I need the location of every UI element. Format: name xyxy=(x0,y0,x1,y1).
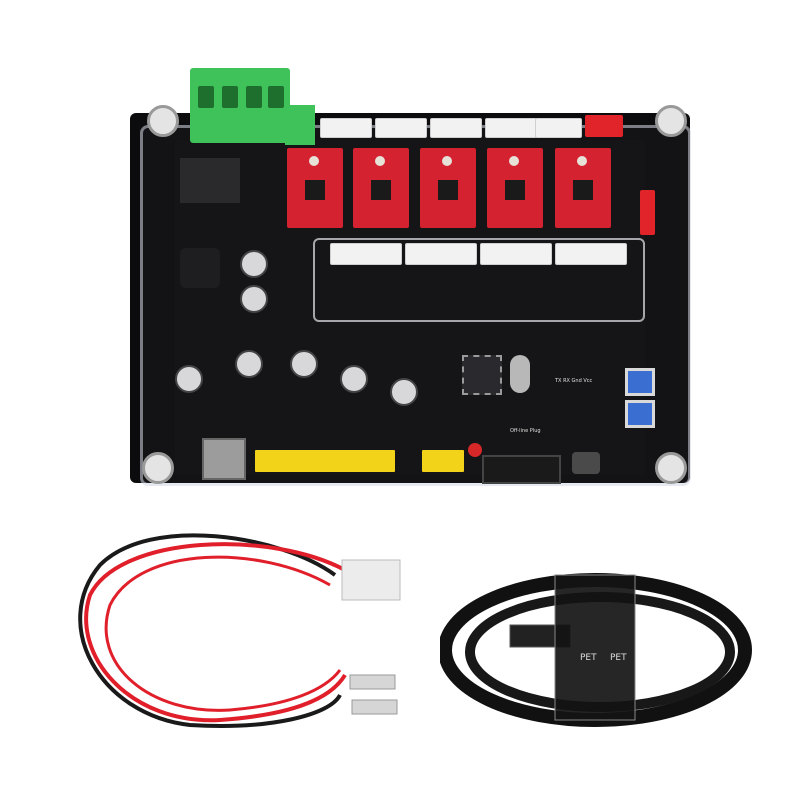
yellow-pin-header xyxy=(255,450,395,472)
stepper-driver-module xyxy=(353,148,409,228)
driver-chip xyxy=(438,180,458,200)
usb-b-port xyxy=(202,438,246,480)
capacitor xyxy=(340,365,368,393)
standoff-screw xyxy=(655,105,687,137)
terminal-slot xyxy=(246,86,262,108)
stepper-driver-module xyxy=(287,148,343,228)
blue-switch xyxy=(625,368,655,396)
potentiometer xyxy=(577,156,587,166)
inductor xyxy=(180,248,220,288)
capacitor xyxy=(390,378,418,406)
crystal-oscillator xyxy=(510,355,530,393)
usb-cable-coil: PET PET xyxy=(440,573,752,727)
spade-terminal xyxy=(349,674,396,690)
pet-label: PET xyxy=(580,653,597,663)
potentiometer xyxy=(442,156,452,166)
motor-connector xyxy=(405,243,477,265)
capacitor xyxy=(240,285,268,313)
driver-chip xyxy=(371,180,391,200)
jst-connector xyxy=(430,118,482,138)
spade-terminal xyxy=(351,699,398,715)
motor-connector xyxy=(330,243,402,265)
offline-plug-label: Off-line Plug xyxy=(510,428,541,434)
capacitor xyxy=(240,250,268,278)
jst-plug xyxy=(341,559,401,601)
potentiometer xyxy=(509,156,519,166)
blue-switch xyxy=(625,400,655,428)
capacitor xyxy=(235,350,263,378)
terminal-slot xyxy=(198,86,214,108)
standoff-screw xyxy=(142,452,174,484)
microcontroller-chip xyxy=(462,355,502,395)
jst-connector xyxy=(320,118,372,138)
reset-button xyxy=(468,443,482,457)
jst-connector xyxy=(375,118,427,138)
jst-connector xyxy=(485,118,537,138)
driver-chip xyxy=(505,180,525,200)
standoff-screw xyxy=(655,452,687,484)
small-terminal-block xyxy=(285,105,315,145)
uart-label: TX RX Gnd Vcc xyxy=(555,378,593,384)
terminal-slot xyxy=(268,86,284,108)
motor-connector xyxy=(555,243,627,265)
idc-header xyxy=(482,455,561,484)
potentiometer xyxy=(375,156,385,166)
acrylic-cutout xyxy=(313,238,645,322)
yellow-pin-header xyxy=(422,450,464,472)
power-terminal-block xyxy=(190,68,290,143)
regulator xyxy=(180,158,240,203)
motor-connector xyxy=(480,243,552,265)
stepper-driver-module xyxy=(487,148,543,228)
cable-tie-wrap xyxy=(554,574,636,721)
jst-connector xyxy=(535,118,582,138)
standoff-screw xyxy=(147,105,179,137)
red-side-connector xyxy=(640,190,655,235)
pet-label: PET xyxy=(610,653,627,663)
driver-chip xyxy=(573,180,593,200)
stepper-driver-module xyxy=(420,148,476,228)
usb-c-port xyxy=(572,452,600,474)
capacitor xyxy=(175,365,203,393)
power-cable xyxy=(78,533,401,728)
driver-chip xyxy=(305,180,325,200)
stepper-driver-module xyxy=(555,148,611,228)
red-connector xyxy=(585,115,623,137)
terminal-slot xyxy=(222,86,238,108)
potentiometer xyxy=(309,156,319,166)
capacitor xyxy=(290,350,318,378)
